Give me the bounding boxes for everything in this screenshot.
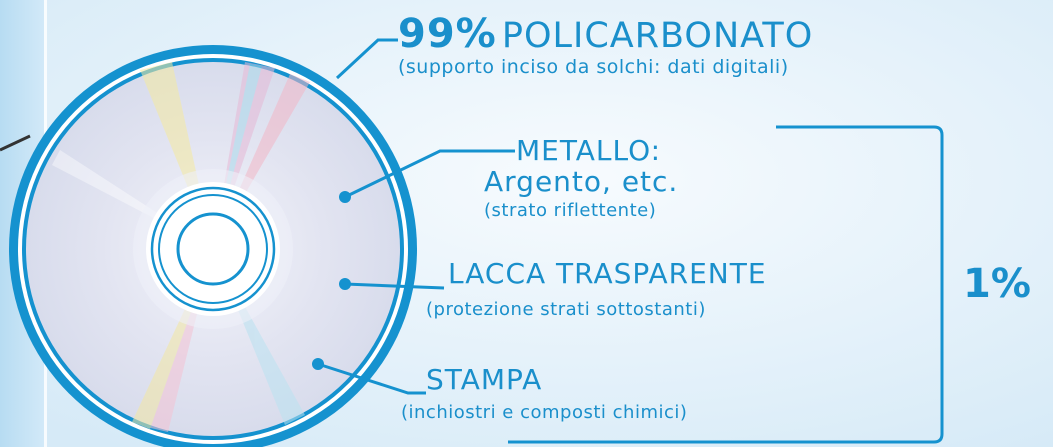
group-bracket [508,125,944,444]
policarbonato-title: 99% POLICARBONATO [398,14,813,54]
leader-stampa-dot [312,358,324,370]
leader-stampa [317,362,426,395]
policarbonato-percent: 99% [398,11,497,57]
policarbonato-desc: (supporto inciso da solchi: dati digital… [398,56,789,78]
group-percent: 1% [963,261,1031,307]
leader-lacca [344,282,445,290]
left-edge-line [0,134,31,152]
leader-lacca-dot [339,278,351,290]
lacca-name: LACCA TRASPARENTE [448,257,767,290]
leader-policarbonato [335,38,398,80]
stampa-desc: (inchiostri e composti chimici) [401,402,688,423]
leader-metallo [344,149,515,199]
stampa-name: STAMPA [426,363,543,396]
metallo-name-line2: Argento, etc. [484,165,679,198]
policarbonato-name: POLICARBONATO [501,16,814,56]
metallo-desc: (strato riflettente) [484,200,657,221]
lacca-desc: (protezione strati sottostanti) [426,299,706,320]
cd-disc [9,45,417,447]
leader-metallo-dot [339,191,351,203]
metallo-name-line1: METALLO: [516,134,662,167]
